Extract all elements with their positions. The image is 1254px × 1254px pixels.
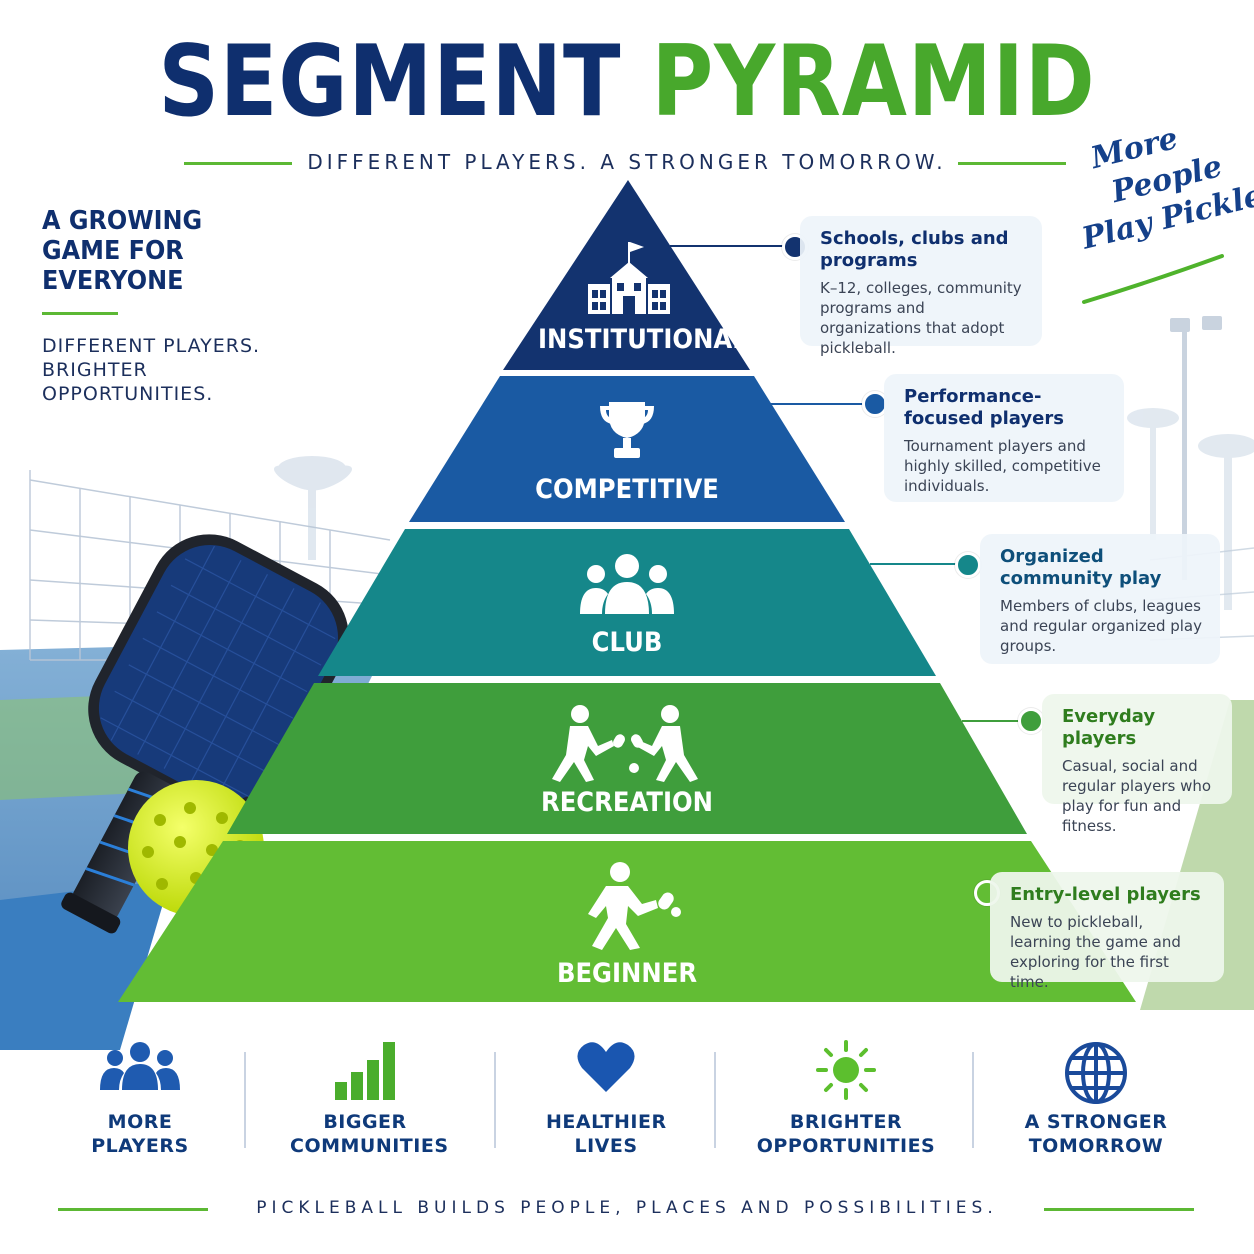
benefit-more-players: MORE PLAYERS xyxy=(40,1040,240,1158)
title-part-segment: SEGMENT xyxy=(158,25,622,139)
palm-tree-left xyxy=(273,456,353,560)
tagline-divider-right xyxy=(958,162,1066,165)
connector-institutional xyxy=(670,245,790,247)
single-player-icon xyxy=(588,862,681,950)
title-part-pyramid: PYRAMID xyxy=(651,25,1096,139)
bar-growth-icon xyxy=(335,1042,395,1100)
benefit-label-stronger-tomorrow: A STRONGER TOMORROW xyxy=(1024,1111,1168,1157)
callout-title-club: Organized community play xyxy=(1000,546,1162,589)
callout-club: Organized community play Members of club… xyxy=(980,534,1220,664)
callout-text-institutional: K–12, colleges, community programs and o… xyxy=(820,279,1022,357)
doubles-players-icon xyxy=(552,705,698,782)
callout-title-competitive: Performance-focused players xyxy=(904,386,1064,429)
connector-recreation xyxy=(962,720,1032,722)
tier-label-beginner: BEGINNER xyxy=(556,958,698,989)
tagline-divider-left xyxy=(184,162,292,165)
tier-recreation xyxy=(227,683,1027,834)
page-title: SEGMENT PYRAMID xyxy=(88,22,1166,142)
callout-text-club: Members of clubs, leagues and regular or… xyxy=(1000,597,1202,655)
footer-divider-left xyxy=(58,1208,208,1211)
slogan-underline xyxy=(1082,254,1224,304)
tier-label-club: CLUB xyxy=(591,627,663,658)
globe-icon xyxy=(1065,1042,1127,1104)
people-icon xyxy=(100,1042,180,1090)
benefit-divider-1 xyxy=(244,1052,246,1148)
left-divider xyxy=(42,312,118,315)
footer-divider-right xyxy=(1044,1208,1194,1211)
benefit-label-brighter-opportunities: BRIGHTER OPPORTUNITIES xyxy=(756,1111,936,1157)
tier-label-competitive: COMPETITIVE xyxy=(535,474,719,505)
light-pole xyxy=(1170,316,1222,580)
connector-dot-recreation xyxy=(1018,708,1044,734)
callout-title-beginner: Entry-level players xyxy=(1010,884,1201,905)
tier-label-recreation: RECREATION xyxy=(540,787,713,818)
benefit-divider-3 xyxy=(714,1052,716,1148)
school-building-icon xyxy=(588,242,670,314)
benefit-divider-4 xyxy=(972,1052,974,1148)
callout-title-institutional: Schools, clubs and programs xyxy=(820,228,1009,271)
sun-icon xyxy=(816,1040,876,1100)
benefit-stronger-tomorrow: A STRONGER TOMORROW xyxy=(1000,1040,1192,1158)
benefit-healthier-lives: HEALTHIER LIVES xyxy=(516,1040,696,1158)
group-people-icon xyxy=(580,554,674,614)
connector-club xyxy=(870,563,966,565)
tagline: DIFFERENT PLAYERS. A STRONGER TOMORROW. xyxy=(307,150,947,174)
connector-dot-club xyxy=(955,552,981,578)
trophy-icon xyxy=(600,402,654,458)
benefit-bigger-communities: BIGGER COMMUNITIES xyxy=(270,1040,460,1158)
callout-beginner: Entry-level players New to pickleball, l… xyxy=(990,872,1224,991)
left-subtext: DIFFERENT PLAYERS. BRIGHTER OPPORTUNITIE… xyxy=(42,335,261,405)
callout-text-beginner: New to pickleball, learning the game and… xyxy=(1010,913,1181,991)
benefit-label-bigger-communities: BIGGER COMMUNITIES xyxy=(290,1111,449,1157)
benefit-divider-2 xyxy=(494,1052,496,1148)
connector-competitive xyxy=(770,403,870,405)
heart-icon xyxy=(577,1042,635,1092)
callout-text-recreation: Casual, social and regular players who p… xyxy=(1062,757,1212,835)
callout-recreation: Everyday players Casual, social and regu… xyxy=(1042,694,1232,835)
callout-competitive: Performance-focused players Tournament p… xyxy=(884,374,1124,502)
left-heading: A GROWING GAME FOR EVERYONE xyxy=(42,206,203,296)
callout-text-competitive: Tournament players and highly skilled, c… xyxy=(904,437,1101,495)
callout-title-recreation: Everyday players xyxy=(1062,706,1156,749)
palm-tree-right xyxy=(1127,408,1254,610)
callout-institutional: Schools, clubs and programs K–12, colleg… xyxy=(800,216,1042,357)
tier-label-institutional: INSTITUTIONAL xyxy=(538,324,748,355)
benefit-brighter-opportunities: BRIGHTER OPPORTUNITIES xyxy=(744,1040,948,1158)
benefit-label-more-players: MORE PLAYERS xyxy=(91,1111,189,1157)
footer-text: PICKLEBALL BUILDS PEOPLE, PLACES AND POS… xyxy=(256,1198,998,1218)
tier-beginner xyxy=(118,841,1136,1002)
benefit-label-healthier-lives: HEALTHIER LIVES xyxy=(546,1111,667,1157)
